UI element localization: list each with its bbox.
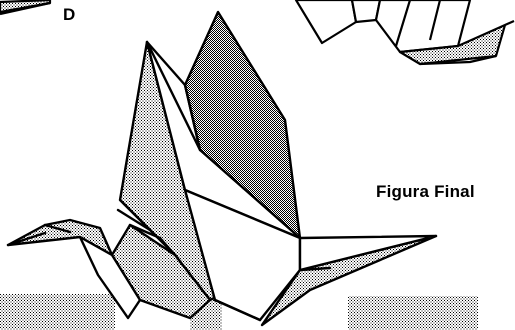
previous-step-fragment-right <box>296 0 514 64</box>
previous-step-fragment-left <box>0 0 50 14</box>
crane-figure <box>8 12 436 325</box>
step-label: D <box>63 5 75 25</box>
final-figure-label: Figura Final <box>376 182 475 202</box>
